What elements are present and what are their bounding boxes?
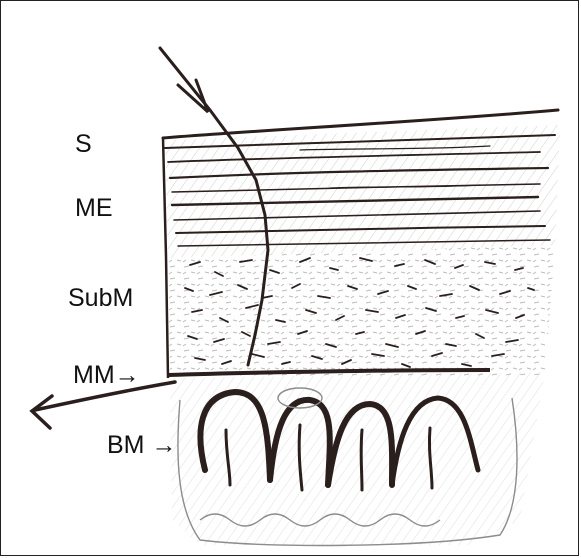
label-submucosa: SubM — [68, 286, 133, 311]
label-muscularis-mucosae: MM→ — [73, 363, 140, 388]
label-serosa: S — [75, 132, 92, 157]
arrow-right-icon: → — [151, 431, 176, 459]
arrow-right-icon: → — [115, 361, 140, 389]
label-basement-membrane: BM → — [107, 433, 176, 458]
label-bm-text: BM — [107, 431, 145, 459]
label-mm-text: MM — [73, 361, 115, 389]
label-muscularis-externa: ME — [75, 196, 113, 221]
